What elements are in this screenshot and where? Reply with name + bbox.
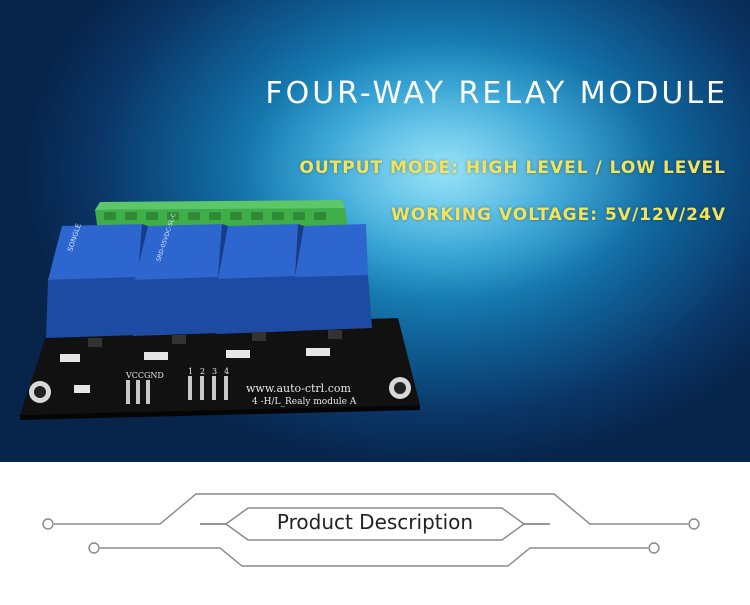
channel-2-label: 2 xyxy=(200,367,205,376)
circuit-decoration xyxy=(42,493,700,567)
website-label: www.auto-ctrl.com xyxy=(246,382,351,395)
section-title: Product Description xyxy=(276,510,474,534)
relay-3 xyxy=(216,224,304,334)
mounting-hole-right xyxy=(389,377,411,399)
mounting-hole-left xyxy=(29,381,51,403)
pcb-board xyxy=(20,318,420,415)
model-label: 4 -H/L_Realy module A xyxy=(252,397,357,407)
product-description-section: Product Description xyxy=(0,462,750,605)
relay-4 xyxy=(293,224,372,331)
gnd-label: GND xyxy=(144,371,164,380)
relay-1 xyxy=(46,224,148,338)
relay-2 xyxy=(133,224,228,336)
working-voltage-text: WORKING VOLTAGE: 5V/12V/24V xyxy=(391,205,726,225)
pin-header-inputs xyxy=(188,376,228,400)
output-mode-text: OUTPUT MODE: HIGH LEVEL / LOW LEVEL xyxy=(299,158,726,178)
hero-banner: SONGLE SRD-05VDC-SL-C xyxy=(0,0,750,462)
vcc-label: VCC xyxy=(125,371,144,380)
pin-header-power xyxy=(126,380,150,404)
channel-3-label: 3 xyxy=(212,367,217,376)
relay-module-image: SONGLE SRD-05VDC-SL-C xyxy=(20,200,420,420)
channel-1-label: 1 xyxy=(188,367,193,376)
channel-4-label: 4 xyxy=(224,367,229,376)
headline: FOUR-WAY RELAY MODULE xyxy=(265,76,728,111)
